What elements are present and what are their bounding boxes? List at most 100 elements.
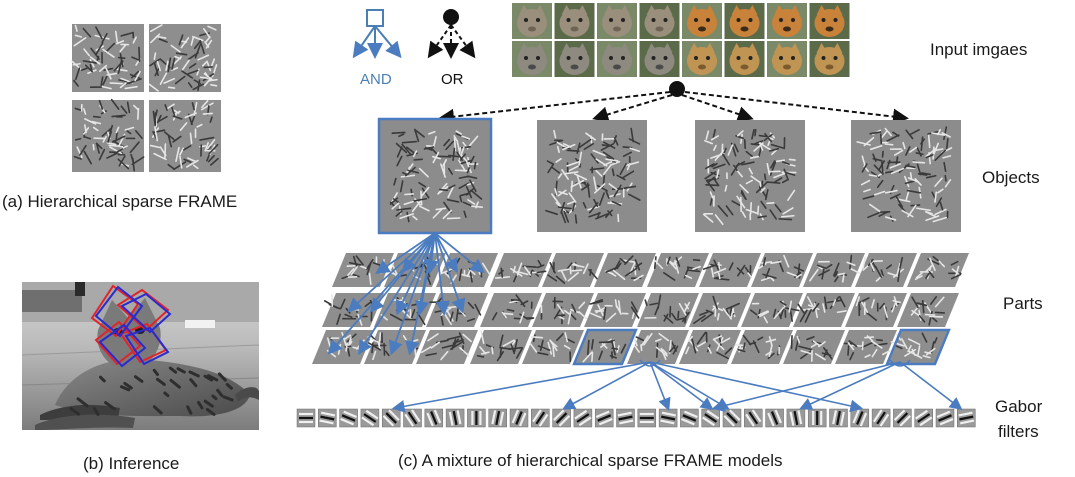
wolf-thumbnail	[597, 41, 637, 77]
gabor-filter	[381, 408, 401, 428]
lion-part-tile	[885, 328, 951, 366]
gabor-filter	[296, 408, 316, 428]
gabor-filter	[488, 408, 507, 428]
or-node-legend	[427, 9, 476, 59]
tiger-part-tile	[480, 293, 542, 327]
and-node-legend	[352, 9, 402, 59]
wolf-part-tile	[679, 330, 741, 364]
gabor-filter	[722, 408, 742, 428]
gabor-filter	[701, 408, 720, 428]
gabor-filter	[786, 408, 806, 428]
wolf-thumbnail	[554, 41, 595, 77]
or-root-node	[438, 81, 909, 125]
tiger-part-tile	[522, 330, 584, 364]
gabor-filter	[935, 408, 955, 428]
gabor-filter	[658, 408, 678, 428]
tiger-thumbnail	[682, 3, 722, 39]
and-label: AND	[360, 71, 392, 88]
lion-part-tile	[855, 253, 917, 287]
or-label: OR	[441, 71, 464, 88]
object-templates-row	[377, 117, 961, 235]
gabor-filter	[893, 408, 912, 428]
wolf-part-tile	[689, 293, 751, 327]
wolf-part-tile	[699, 253, 761, 287]
gabor-filter	[360, 408, 380, 428]
cat-object-template	[377, 117, 493, 235]
tiger-part-tile	[490, 253, 552, 287]
tiger-part-tile	[532, 293, 594, 327]
gabor-filter	[445, 408, 465, 428]
panel-b-caption: (b) Inference	[83, 454, 179, 473]
lion-part-tile	[835, 330, 897, 364]
wolf-object-template	[695, 120, 805, 232]
row-label-objects: Objects	[982, 168, 1040, 187]
frame-quadrant	[149, 100, 221, 172]
tiger-part-tile	[542, 253, 604, 287]
cat-thumbnail	[554, 3, 595, 39]
wolf-part-tile	[731, 330, 793, 364]
gabor-filter	[829, 408, 848, 428]
gabor-filter	[637, 408, 657, 428]
lion-part-tile	[793, 293, 855, 327]
panel-a-sparse-frame-template	[70, 24, 221, 172]
row-label-filters: filters	[998, 422, 1039, 441]
inference-blue-boxes	[94, 285, 172, 368]
tiger-object-template	[537, 120, 647, 232]
gabor-filter	[339, 408, 358, 428]
cat-part-tile	[312, 330, 374, 364]
gabor-filter	[744, 408, 763, 428]
wolf-thumbnail	[512, 41, 552, 77]
lion-part-tile	[907, 253, 969, 287]
cat-part-tile	[416, 330, 478, 364]
tiger-part-tile	[594, 253, 656, 287]
gabor-filter	[871, 408, 891, 428]
lion-part-tile	[803, 253, 865, 287]
tiger-part-tile	[470, 330, 532, 364]
gabor-filter	[957, 408, 976, 428]
tiger-part-tile	[572, 328, 638, 366]
cat-part-tile	[322, 293, 384, 327]
frame-quadrant	[148, 24, 221, 92]
gabor-filter	[914, 408, 933, 428]
wolf-part-tile	[741, 293, 803, 327]
lion-part-tile	[897, 293, 959, 327]
gabor-filter	[680, 408, 699, 428]
lion-part-tile	[845, 293, 907, 327]
lion-thumbnail	[682, 41, 722, 77]
row-label-input-images: Input imgaes	[930, 40, 1027, 59]
row-label-parts: Parts	[1003, 294, 1043, 313]
gabor-filter	[850, 408, 870, 428]
gabor-filter	[424, 408, 444, 428]
panel-b-inference-image	[21, 282, 260, 430]
lion-thumbnail	[809, 41, 850, 77]
gabor-filter-bank	[296, 408, 976, 428]
cat-thumbnail	[512, 3, 552, 39]
lion-part-tile	[783, 330, 845, 364]
wolf-part-tile	[637, 293, 699, 327]
cat-thumbnail	[639, 3, 680, 39]
frame-quadrant	[72, 98, 145, 172]
lion-object-template	[851, 120, 961, 232]
frame-quadrant	[70, 24, 144, 92]
lion-thumbnail	[767, 41, 807, 77]
cat-part-tile	[364, 330, 426, 364]
gabor-filter	[594, 408, 614, 428]
cat-thumbnail	[597, 3, 637, 39]
part-to-gabor-and-arrows	[391, 359, 963, 413]
gabor-filter	[531, 408, 550, 428]
panel-c-caption: (c) A mixture of hierarchical sparse FRA…	[398, 451, 783, 470]
gabor-filter	[616, 408, 635, 428]
gabor-filter	[467, 408, 486, 428]
row-label-gabor: Gabor	[995, 397, 1043, 416]
gabor-filter	[807, 408, 827, 428]
tiger-thumbnail	[767, 3, 807, 39]
panel-a-caption: (a) Hierarchical sparse FRAME	[2, 192, 237, 211]
gabor-filter	[318, 408, 337, 428]
wolf-part-tile	[647, 253, 709, 287]
wolf-part-tile	[627, 330, 689, 364]
wolf-part-tile	[751, 253, 813, 287]
gabor-filter	[509, 408, 529, 428]
gabor-filter	[573, 408, 593, 428]
gabor-filter	[552, 408, 571, 428]
